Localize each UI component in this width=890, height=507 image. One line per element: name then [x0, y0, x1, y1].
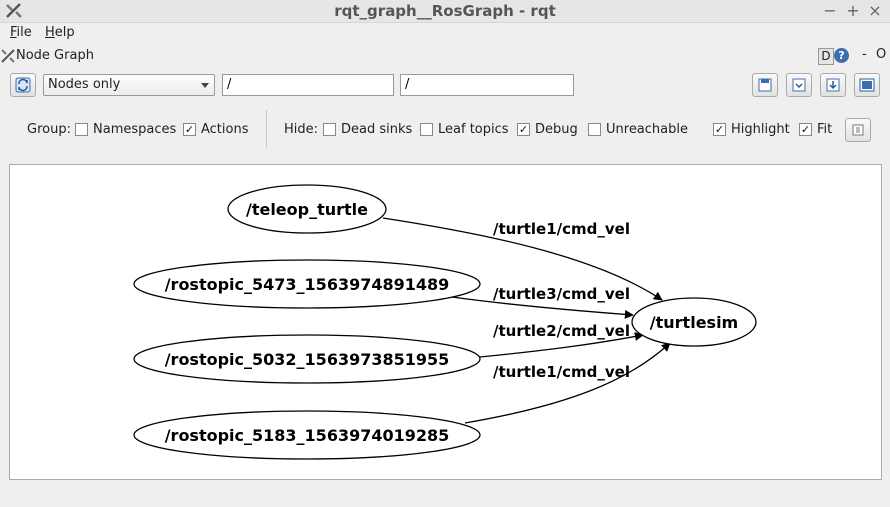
dead-sinks-checkbox[interactable]: [323, 123, 336, 136]
fit-view-button[interactable]: [845, 118, 871, 142]
actions-label: Actions: [201, 122, 249, 137]
minimize-button[interactable]: −: [823, 1, 837, 20]
topic-filter-input[interactable]: [401, 75, 573, 93]
menu-file-mnemonic: F: [10, 25, 17, 40]
window-title: rqt_graph__RosGraph - rqt: [334, 2, 556, 20]
hide-label: Hide:: [284, 122, 319, 137]
graph-mode-value: Nodes only: [48, 77, 121, 92]
fit-label: Fit: [817, 122, 833, 137]
plugin-titlebar: Node Graph D ? - O: [0, 45, 890, 67]
edge-label: /turtle3/cmd_vel: [493, 285, 630, 303]
graph-svg: /turtle1/cmd_vel /turtle3/cmd_vel /turtl…: [133, 184, 757, 460]
node-label: /teleop_turtle: [246, 200, 368, 219]
graph-edge[interactable]: [464, 342, 671, 424]
dock-d-button[interactable]: D: [818, 48, 834, 65]
close-button[interactable]: ×: [868, 1, 882, 20]
graph-edge[interactable]: [479, 332, 644, 358]
graph-node-rostopic-3[interactable]: [133, 410, 481, 460]
save-dot-button[interactable]: [786, 73, 812, 97]
topic-filter-field[interactable]: [400, 74, 574, 96]
graph-edge[interactable]: [451, 296, 634, 319]
edge-label: /turtle1/cmd_vel: [493, 363, 630, 381]
plugin-title: Node Graph: [16, 48, 94, 63]
image-icon: [859, 78, 875, 92]
namespace-filter-input[interactable]: [223, 75, 393, 93]
highlight-checkbox[interactable]: ✓: [713, 123, 726, 136]
node-label: /rostopic_5473_1563974891489: [165, 275, 450, 294]
options-separator: [266, 110, 267, 148]
leaf-topics-checkbox[interactable]: [420, 123, 433, 136]
menu-file-label: ile: [16, 25, 32, 40]
toolbar: Nodes only: [0, 70, 890, 98]
graph-node-turtlesim[interactable]: [631, 297, 757, 347]
highlight-label: Highlight: [731, 122, 790, 137]
edge-label: /turtle2/cmd_vel: [493, 322, 630, 340]
debug-checkbox[interactable]: ✓: [517, 123, 530, 136]
tools-icon: [1, 49, 15, 63]
graph-node-teleop[interactable]: [227, 184, 387, 234]
namespaces-checkbox[interactable]: [75, 123, 88, 136]
graph-node-rostopic-1[interactable]: [133, 259, 481, 309]
menubar: File Help: [0, 23, 890, 43]
group-label: Group:: [27, 122, 71, 137]
save-dot-icon: [792, 78, 806, 92]
dock-minimize-button[interactable]: -: [862, 47, 867, 62]
menu-help-label: elp: [54, 25, 75, 40]
refresh-icon: [15, 77, 31, 93]
tools-icon: [6, 3, 22, 18]
debug-label: Debug: [535, 122, 578, 137]
dock-close-button[interactable]: O: [876, 47, 887, 62]
graph-edge[interactable]: [382, 217, 663, 301]
load-dot-button[interactable]: [752, 73, 778, 97]
window-titlebar: rqt_graph__RosGraph - rqt − + ×: [0, 0, 890, 23]
actions-checkbox[interactable]: ✓: [183, 123, 196, 136]
node-label: /rostopic_5032_1563973851955: [165, 350, 450, 369]
menu-help[interactable]: Help: [45, 25, 75, 40]
edge-label: /turtle1/cmd_vel: [493, 220, 630, 238]
save-image-button[interactable]: [854, 73, 880, 97]
save-svg-button[interactable]: [820, 73, 846, 97]
refresh-button[interactable]: [10, 73, 36, 97]
namespaces-label: Namespaces: [93, 122, 177, 137]
document-icon: [758, 78, 772, 92]
unreachable-checkbox[interactable]: [588, 123, 601, 136]
graph-node-rostopic-2[interactable]: [133, 334, 481, 384]
dead-sinks-label: Dead sinks: [341, 122, 413, 137]
node-label: /rostopic_5183_1563974019285: [165, 426, 450, 445]
chevron-down-icon: [201, 83, 209, 88]
namespace-filter-field[interactable]: [222, 74, 394, 96]
leaf-topics-label: Leaf topics: [438, 122, 509, 137]
save-svg-icon: [826, 78, 840, 92]
unreachable-label: Unreachable: [606, 122, 688, 137]
node-label: /turtlesim: [650, 313, 738, 332]
fit-checkbox[interactable]: ✓: [799, 123, 812, 136]
menu-file[interactable]: File: [10, 25, 32, 40]
maximize-button[interactable]: +: [846, 1, 860, 20]
menu-help-mnemonic: H: [45, 25, 55, 40]
graph-mode-combo[interactable]: Nodes only: [43, 74, 215, 96]
fit-view-icon: [852, 124, 864, 136]
options-bar: Group: Namespaces ✓ Actions Hide: Dead s…: [0, 110, 890, 150]
help-icon[interactable]: ?: [834, 48, 849, 63]
graph-canvas[interactable]: /turtle1/cmd_vel /turtle3/cmd_vel /turtl…: [9, 164, 882, 480]
